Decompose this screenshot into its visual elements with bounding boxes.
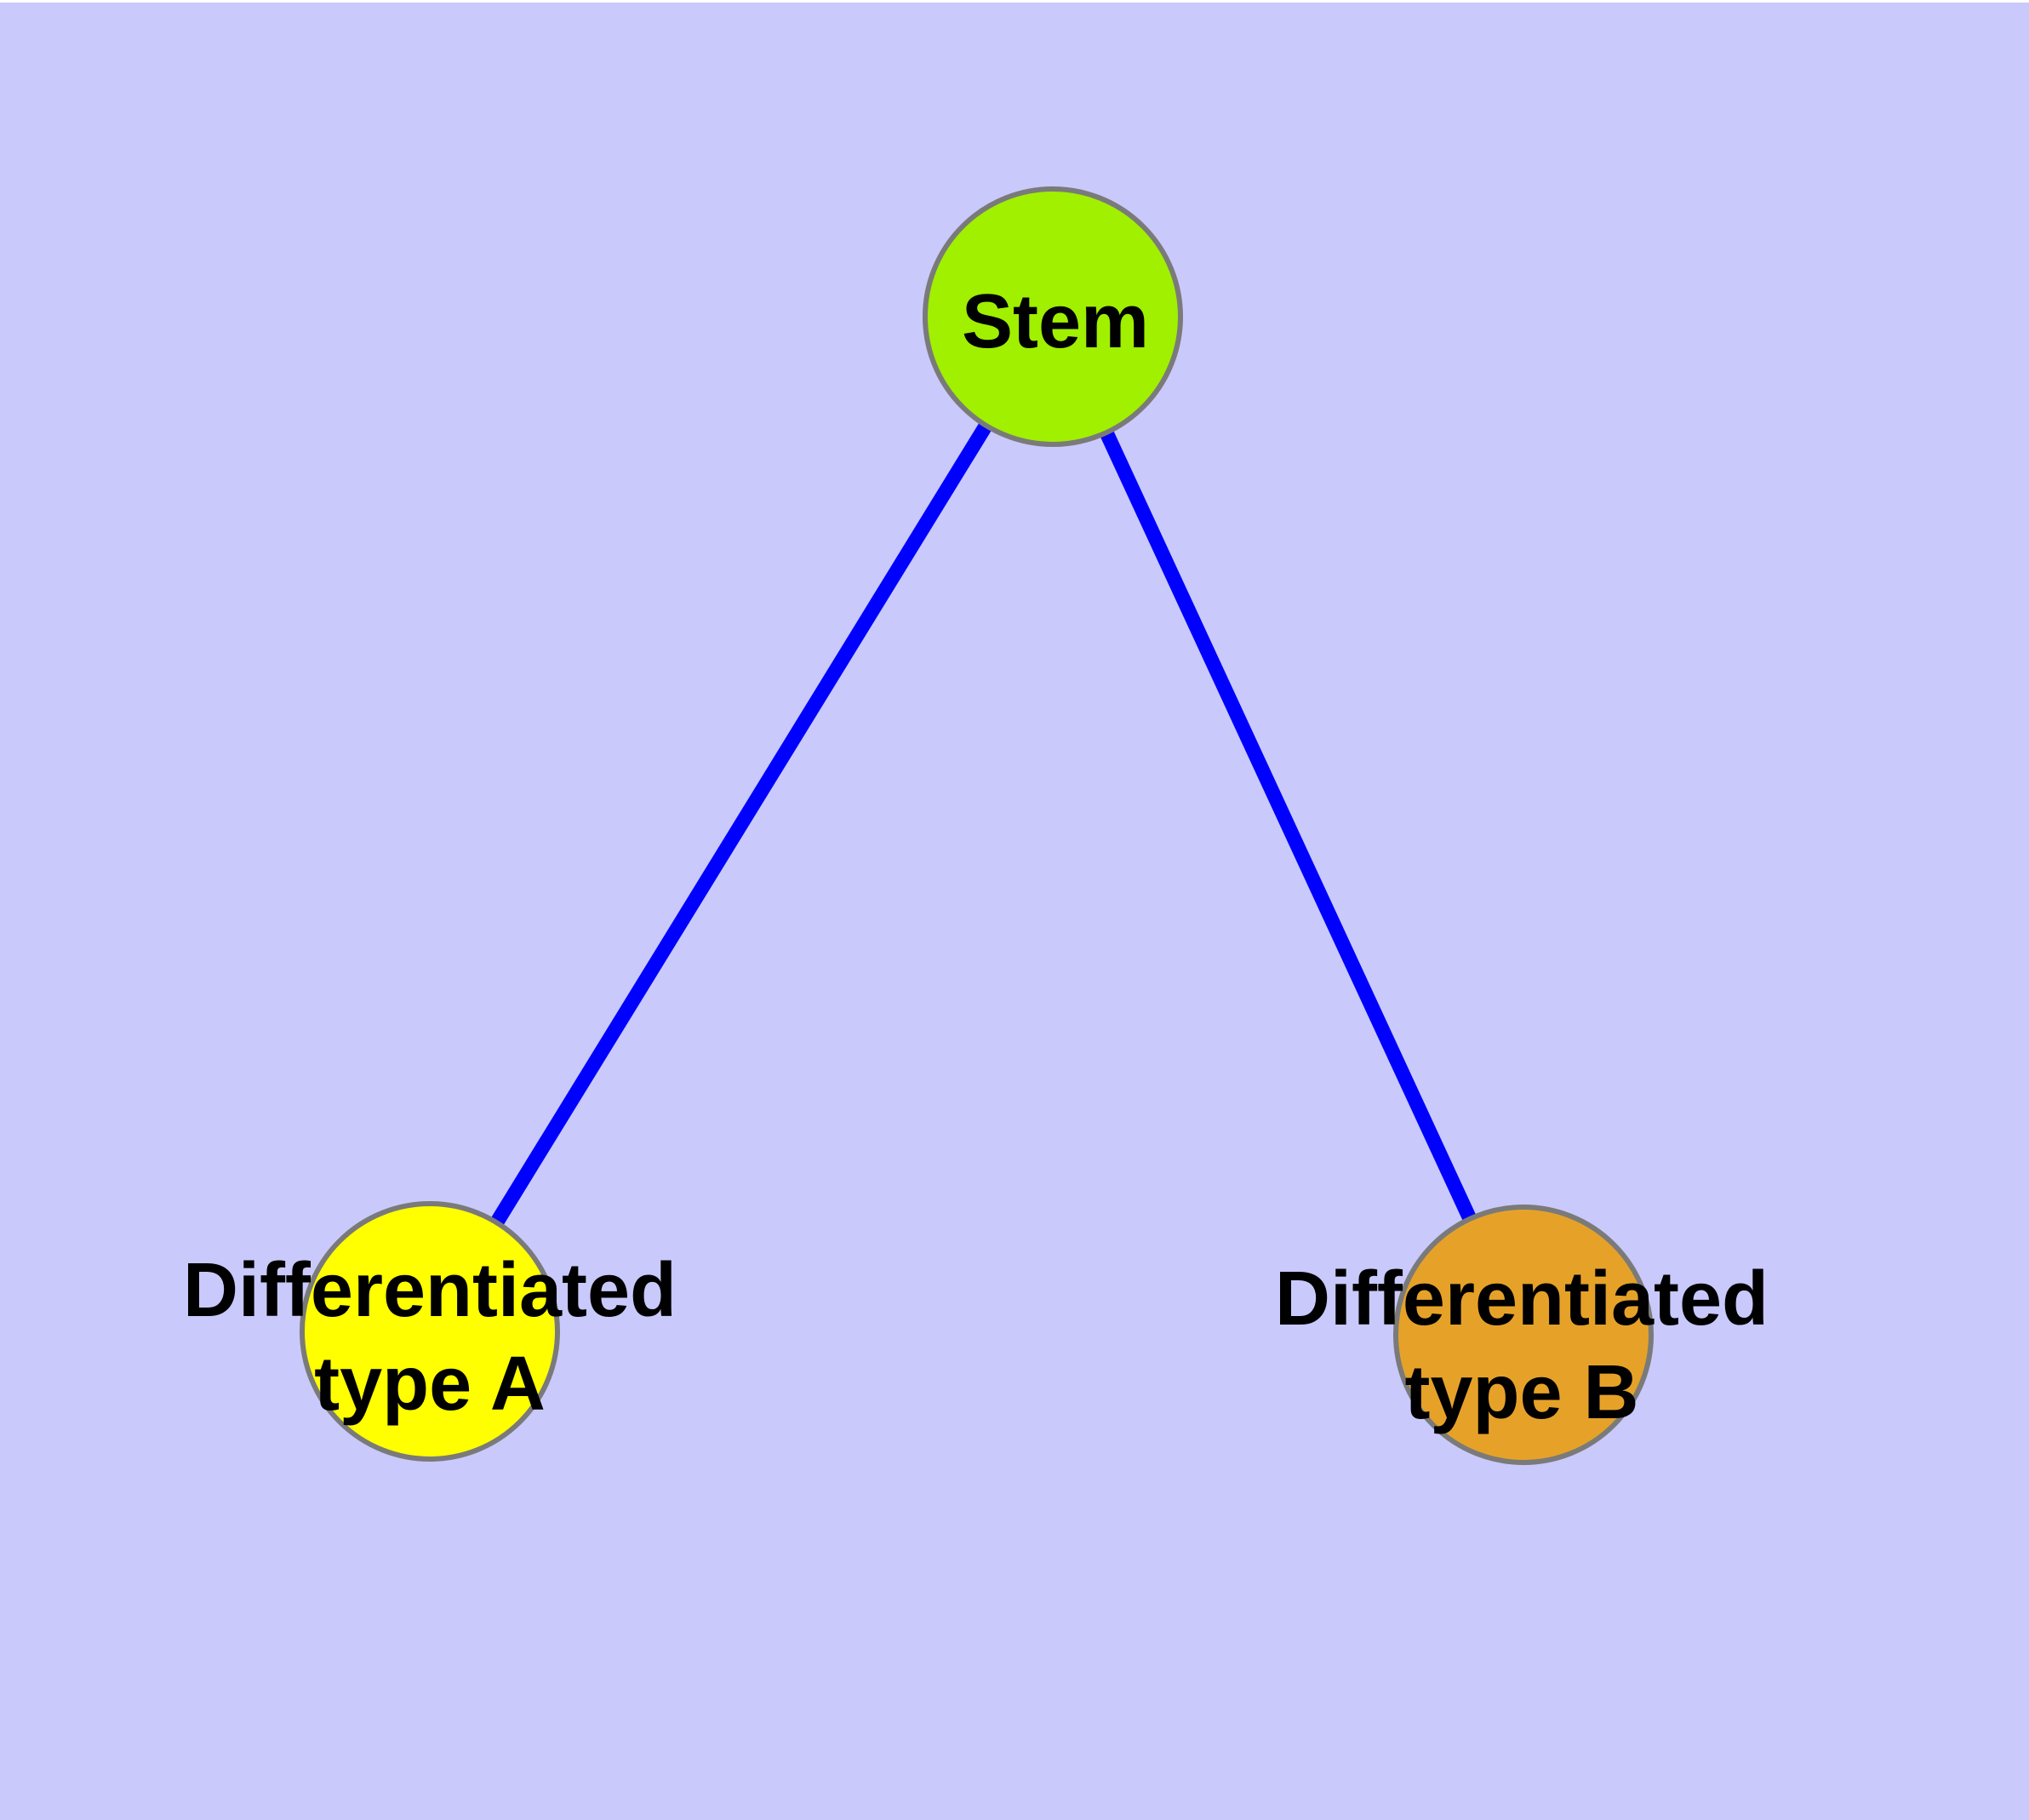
node-type-a-label-line2: type A (314, 1342, 546, 1427)
edge-stem-to-type-a (423, 312, 1060, 1336)
node-type-b-label-line2: type B (1404, 1350, 1638, 1435)
node-type-a-label-line1: Differentiated (183, 1248, 677, 1333)
node-stem-label: Stem (962, 279, 1149, 364)
node-type-b-label-line1: Differentiated (1275, 1256, 1769, 1342)
edge-stem-to-type-b (1046, 313, 1530, 1338)
node-stem (923, 186, 1183, 447)
node-differentiated-type-b (1393, 1205, 1654, 1465)
node-differentiated-type-a (300, 1201, 560, 1462)
